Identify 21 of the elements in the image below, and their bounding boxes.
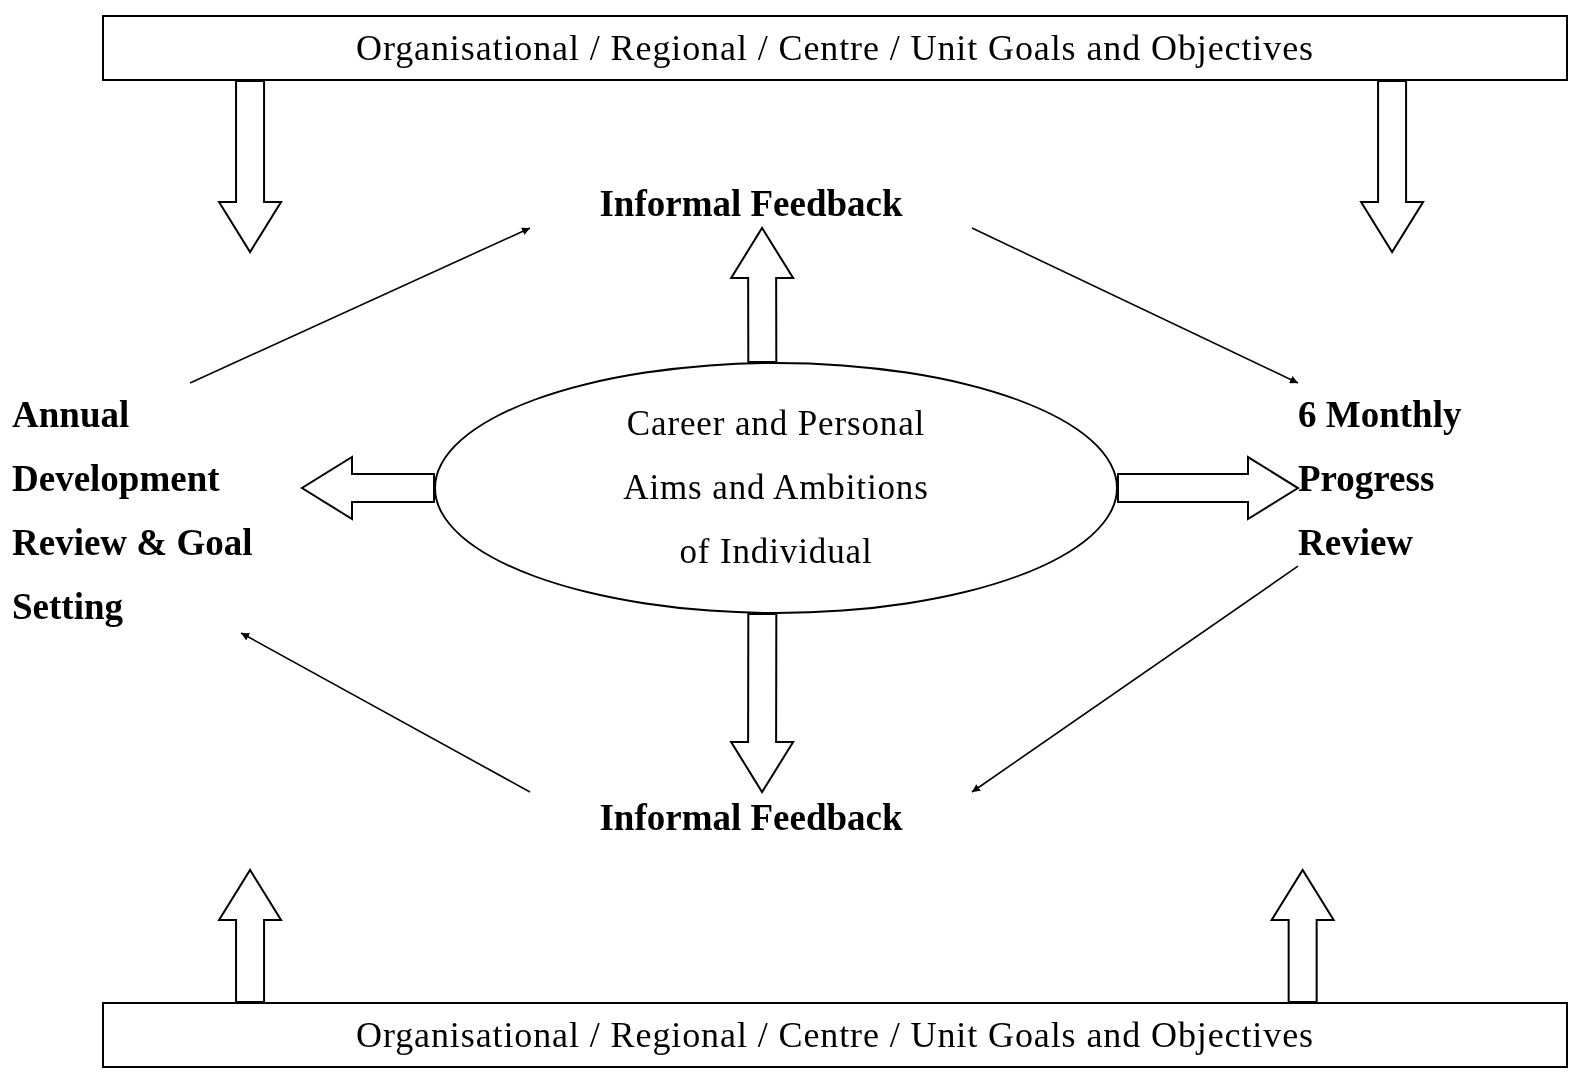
- hollow-block-arrow: [729, 226, 795, 364]
- node-text: Organisational / Regional / Centre / Unit Goals and Objectives: [356, 1017, 1314, 1053]
- hollow-block-arrow: [1269, 868, 1336, 1003]
- arrow: [971, 565, 1299, 793]
- hollow-block-arrow: [300, 455, 435, 521]
- review-label: 6 Monthly Progress Review: [1298, 394, 1462, 563]
- goals-box: [102, 1002, 1568, 1068]
- node-text: Organisational / Regional / Centre / Unit Goals and Objectives: [356, 30, 1314, 66]
- hollow-block-arrow: [217, 80, 283, 254]
- node-text: Career and Personal Aims and Ambitions of Individual: [622, 403, 930, 573]
- arrow: [240, 632, 531, 793]
- arrow: [971, 227, 1299, 384]
- feedback-label: Informal Feedback: [599, 184, 903, 222]
- goals-box: [102, 15, 1568, 81]
- hollow-block-arrow: [1359, 80, 1425, 254]
- review-label: Annual Development Review & Goal Setting: [12, 394, 253, 627]
- hollow-block-arrow: [217, 868, 283, 1003]
- arrow: [189, 227, 531, 384]
- hollow-block-arrow: [1117, 455, 1300, 521]
- hollow-block-arrow: [729, 612, 795, 794]
- feedback-label: Informal Feedback: [599, 798, 903, 836]
